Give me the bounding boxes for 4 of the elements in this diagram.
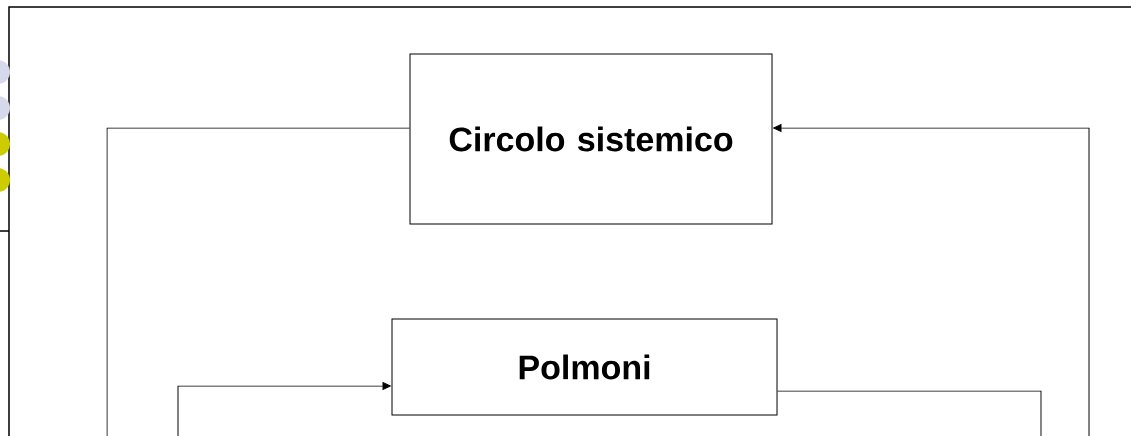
process-box: Polmoni [391,318,778,416]
arrow [177,382,391,436]
arrow [773,124,1090,436]
process-box: Circolo sistemico [409,53,773,225]
